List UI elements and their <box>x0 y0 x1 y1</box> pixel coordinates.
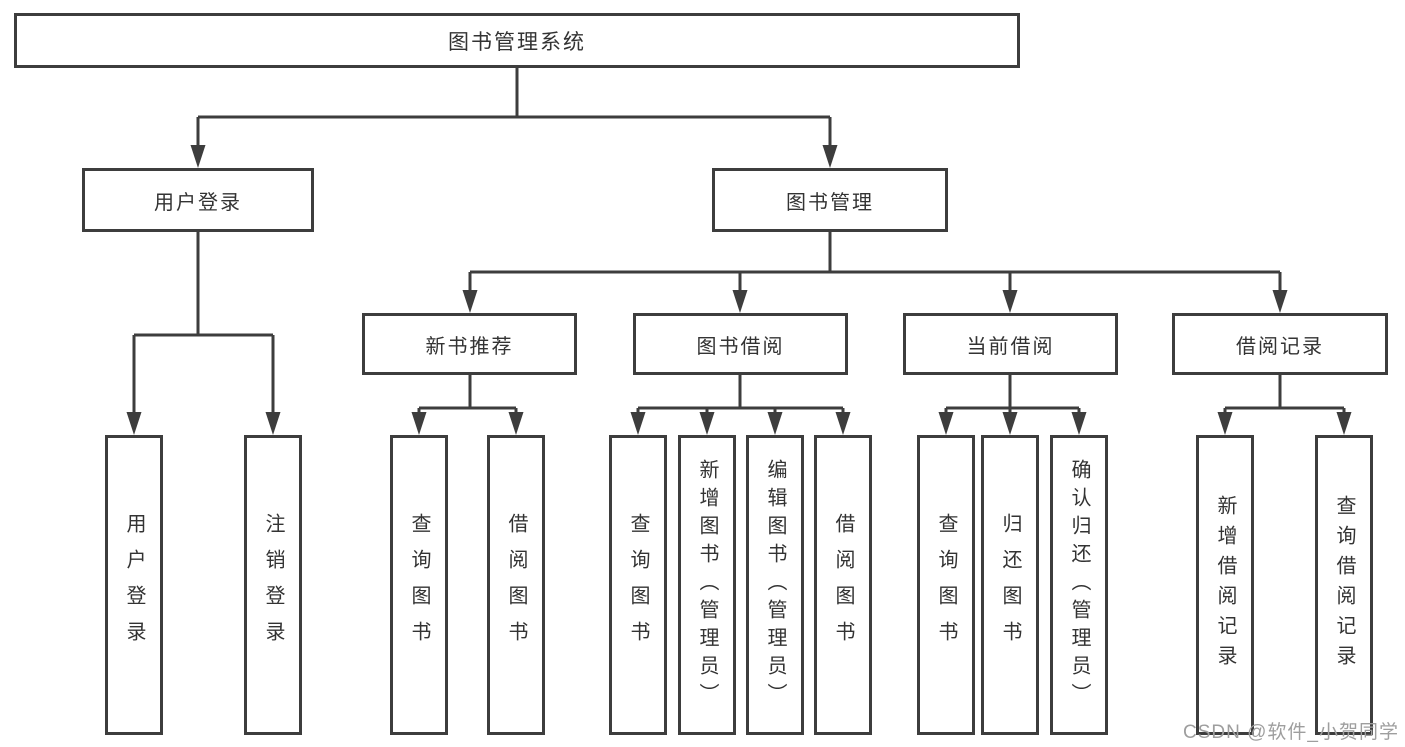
node-user-login-label: 用户登录 <box>154 191 242 214</box>
leaf-query-borrow-record-label: 查询借阅记录 <box>1333 495 1355 675</box>
csdn-watermark: CSDN @软件_小贺同学 <box>1183 722 1399 743</box>
node-library-management-system: 图书管理系统 <box>14 13 1020 68</box>
leaf-borrow-books-label: 借阅图书 <box>832 513 854 657</box>
leaf-borrow-books: 借阅图书 <box>814 435 872 735</box>
node-book-management: 图书管理 <box>712 168 948 232</box>
leaf-logout-label: 注销登录 <box>262 513 284 657</box>
leaf-query-books-borrowing-label: 查询图书 <box>627 513 649 657</box>
node-book-borrowing-label: 图书借阅 <box>696 335 785 358</box>
leaf-confirm-return-admin: 确认归还（管理员） <box>1050 435 1108 735</box>
node-library-management-system-label: 图书管理系统 <box>448 30 586 54</box>
leaf-query-books-borrowing: 查询图书 <box>609 435 667 735</box>
node-new-book-recommend: 新书推荐 <box>362 313 577 375</box>
node-user-login: 用户登录 <box>82 168 314 232</box>
node-new-book-recommend-label: 新书推荐 <box>425 335 514 358</box>
node-borrowing-records: 借阅记录 <box>1172 313 1388 375</box>
node-book-management-label: 图书管理 <box>786 191 874 214</box>
leaf-user-login-label: 用户登录 <box>123 513 145 657</box>
arrowheads <box>126 145 1352 435</box>
leaf-return-books-label: 归还图书 <box>999 513 1021 657</box>
leaf-query-books-recommend-label: 查询图书 <box>408 513 430 657</box>
leaf-user-login: 用户登录 <box>105 435 163 735</box>
leaf-query-books-current: 查询图书 <box>917 435 975 735</box>
leaf-edit-books-admin-label: 编辑图书（管理员） <box>764 459 786 711</box>
leaf-borrow-books-recommend: 借阅图书 <box>487 435 545 735</box>
leaf-add-borrow-record: 新增借阅记录 <box>1196 435 1254 735</box>
leaf-edit-books-admin: 编辑图书（管理员） <box>746 435 804 735</box>
leaf-query-borrow-record: 查询借阅记录 <box>1315 435 1373 735</box>
node-current-borrowing: 当前借阅 <box>903 313 1118 375</box>
leaf-query-books-current-label: 查询图书 <box>935 513 957 657</box>
connector-lines <box>132 68 1346 415</box>
leaf-confirm-return-admin-label: 确认归还（管理员） <box>1068 459 1090 711</box>
leaf-borrow-books-recommend-label: 借阅图书 <box>505 513 527 657</box>
leaf-add-borrow-record-label: 新增借阅记录 <box>1214 495 1236 675</box>
node-current-borrowing-label: 当前借阅 <box>966 335 1055 358</box>
leaf-query-books-recommend: 查询图书 <box>390 435 448 735</box>
leaf-add-books-admin-label: 新增图书（管理员） <box>696 459 718 711</box>
node-borrowing-records-label: 借阅记录 <box>1236 335 1324 358</box>
leaf-return-books: 归还图书 <box>981 435 1039 735</box>
leaf-add-books-admin: 新增图书（管理员） <box>678 435 736 735</box>
leaf-logout: 注销登录 <box>244 435 302 735</box>
node-book-borrowing: 图书借阅 <box>633 313 848 375</box>
